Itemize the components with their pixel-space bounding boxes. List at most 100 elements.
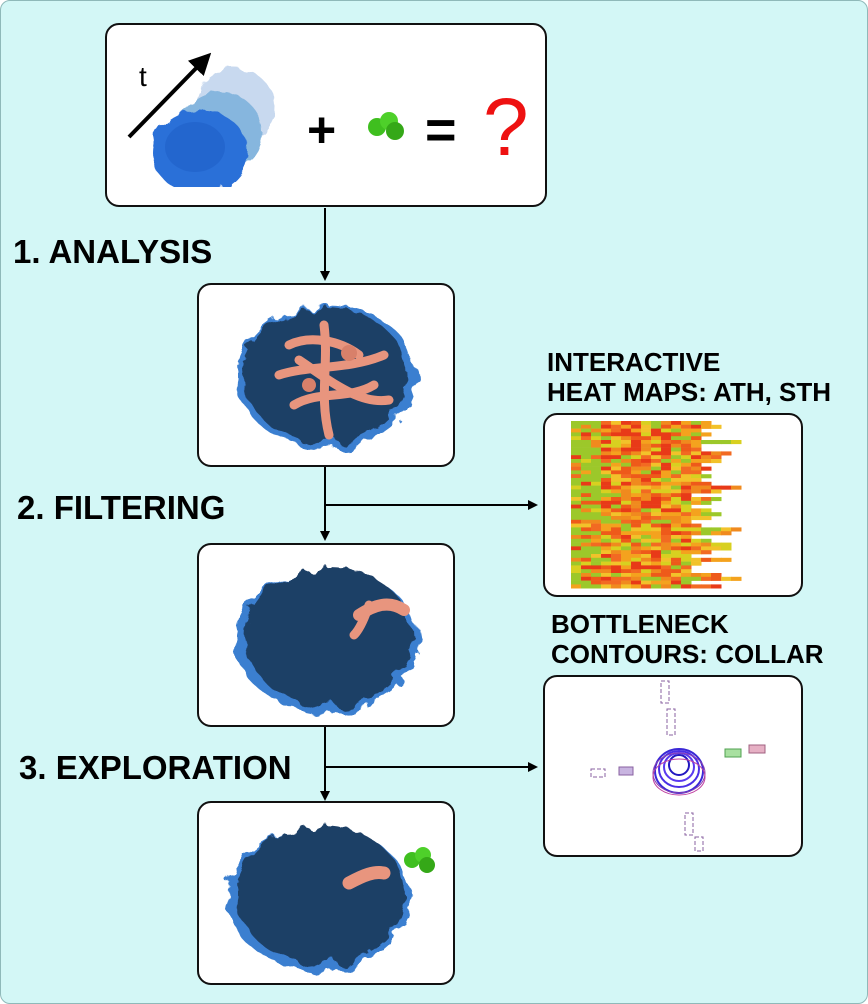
heatmap-cell bbox=[671, 440, 682, 445]
heatmap-cell bbox=[661, 447, 672, 452]
heatmap-cell bbox=[571, 561, 582, 566]
heatmap-cell bbox=[671, 466, 682, 471]
heatmap-cell bbox=[671, 580, 682, 585]
heatmap-cell bbox=[691, 500, 702, 505]
heatmap-cell bbox=[631, 443, 642, 448]
heatmap-cell bbox=[671, 497, 682, 502]
heatmap-cell bbox=[661, 535, 672, 540]
heatmap-cell bbox=[641, 584, 652, 589]
heatmap-cell bbox=[641, 580, 652, 585]
heatmap-box[interactable] bbox=[543, 413, 803, 597]
contours-box[interactable] bbox=[543, 675, 803, 857]
heatmap-cell bbox=[661, 546, 672, 551]
heatmap-cell bbox=[581, 508, 592, 513]
heatmap-cell bbox=[581, 421, 592, 426]
heatmap-cell bbox=[601, 481, 612, 486]
heatmap-cell bbox=[641, 462, 652, 467]
heatmap-cell bbox=[681, 455, 692, 460]
heatmap-cell bbox=[631, 573, 642, 578]
protein-ligand-image bbox=[227, 825, 435, 971]
heatmap-cell bbox=[591, 455, 602, 460]
heatmap-cell bbox=[581, 554, 592, 559]
heatmap-cell bbox=[611, 481, 622, 486]
heatmap-cell bbox=[641, 573, 652, 578]
heatmap-cell bbox=[641, 440, 652, 445]
heatmap-cell bbox=[641, 424, 652, 429]
heatmap-cell bbox=[581, 523, 592, 528]
heatmap-cell bbox=[641, 451, 652, 456]
heatmap-cell bbox=[601, 424, 612, 429]
heatmap-cell bbox=[691, 462, 702, 467]
heatmap-cell bbox=[601, 576, 612, 581]
heatmap-cell bbox=[571, 523, 582, 528]
heatmap-cell bbox=[601, 466, 612, 471]
heatmap-image[interactable] bbox=[545, 415, 801, 595]
heatmap-cell bbox=[691, 531, 702, 536]
heatmap-cell bbox=[651, 569, 662, 574]
heatmap-cell bbox=[591, 527, 602, 532]
heatmap-cell bbox=[661, 550, 672, 555]
heatmap-cell bbox=[581, 432, 592, 437]
heatmap-cell bbox=[671, 451, 682, 456]
heatmap-cell bbox=[611, 504, 622, 509]
heatmap-cell bbox=[641, 519, 652, 524]
heatmap-cell bbox=[671, 447, 682, 452]
heatmap-cell bbox=[701, 557, 712, 562]
heatmap-cell bbox=[701, 451, 712, 456]
heatmap-cell bbox=[601, 580, 612, 585]
heatmap-cell bbox=[681, 462, 692, 467]
heatmap-cell bbox=[621, 466, 632, 471]
heatmap-cell bbox=[701, 481, 712, 486]
heatmap-cell bbox=[721, 557, 732, 562]
heatmap-cell bbox=[591, 580, 602, 585]
bottleneck-contours-image[interactable] bbox=[545, 677, 801, 855]
heatmap-cell bbox=[611, 565, 622, 570]
heatmap-cell bbox=[691, 481, 702, 486]
heatmap-cell bbox=[581, 546, 592, 551]
heatmap-cell bbox=[681, 512, 692, 517]
heatmap-cell bbox=[701, 531, 712, 536]
heatmap-cell bbox=[631, 451, 642, 456]
heatmap-cell bbox=[641, 470, 652, 475]
heatmap-cell bbox=[661, 485, 672, 490]
heatmap-cell bbox=[681, 432, 692, 437]
heatmap-cell bbox=[611, 466, 622, 471]
heatmap-cell bbox=[601, 519, 612, 524]
heatmap-cell bbox=[691, 447, 702, 452]
heatmap-cell bbox=[681, 470, 692, 475]
heatmap-cell bbox=[661, 470, 672, 475]
heatmap-cell bbox=[611, 542, 622, 547]
heatmap-cell bbox=[671, 535, 682, 540]
heatmap-cell bbox=[701, 508, 712, 513]
heatmap-cell bbox=[691, 455, 702, 460]
heatmap-cell bbox=[661, 542, 672, 547]
heatmap-cell bbox=[681, 535, 692, 540]
heatmap-cell bbox=[601, 474, 612, 479]
heatmap-cell bbox=[601, 550, 612, 555]
heatmap-cell bbox=[621, 447, 632, 452]
heatmap-cell bbox=[681, 474, 692, 479]
heatmap-cell bbox=[601, 535, 612, 540]
heatmap-cell bbox=[681, 489, 692, 494]
heatmap-cell bbox=[571, 576, 582, 581]
heatmap-cell bbox=[581, 573, 592, 578]
heatmap-cell bbox=[571, 573, 582, 578]
heatmap-cell bbox=[661, 519, 672, 524]
heatmap-cell bbox=[601, 500, 612, 505]
heatmap-cell bbox=[631, 546, 642, 551]
heatmap-cell bbox=[641, 523, 652, 528]
heatmap-cell bbox=[581, 516, 592, 521]
contours-title: BOTTLENECK CONTOURS: COLLAR bbox=[551, 609, 824, 669]
heatmap-cell bbox=[621, 580, 632, 585]
heatmap-cell bbox=[611, 497, 622, 502]
heatmap-cell bbox=[681, 576, 692, 581]
heatmap-cell bbox=[661, 561, 672, 566]
heatmap-cell bbox=[661, 474, 672, 479]
heatmap-cell bbox=[621, 424, 632, 429]
heatmap-cell bbox=[611, 500, 622, 505]
heatmap-cell bbox=[591, 470, 602, 475]
heatmap-cell bbox=[691, 485, 702, 490]
heatmap-cell bbox=[641, 561, 652, 566]
heatmap-cell bbox=[671, 421, 682, 426]
heatmap-cell bbox=[581, 500, 592, 505]
